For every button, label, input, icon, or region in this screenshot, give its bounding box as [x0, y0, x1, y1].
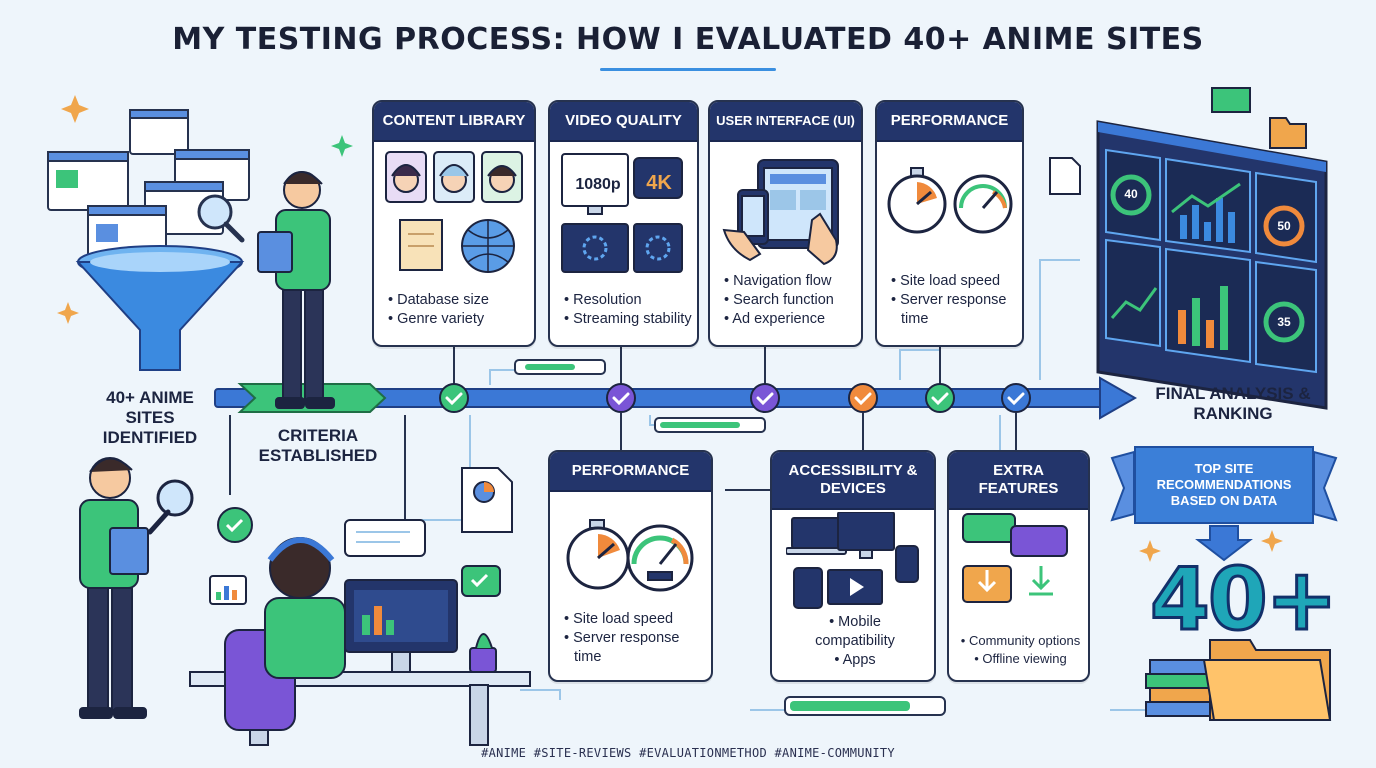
- title-underline: [600, 68, 776, 71]
- resolution-badge-hd: 1080p: [575, 176, 621, 193]
- card-title: ACCESSIBILITY & DEVICES: [772, 452, 934, 510]
- card-title: VIDEO QUALITY: [550, 102, 697, 142]
- card-accessibility-devices: ACCESSIBILITY & DEVICES • Mobile compati…: [770, 450, 936, 682]
- card-title: USER INTERFACE (UI): [710, 102, 861, 142]
- stopwatch-gauge-icon: [887, 167, 1013, 234]
- card-bullets: • Site load speed • Server response time: [564, 611, 680, 665]
- progress-bar-mid: [654, 417, 766, 433]
- card-bullets: • Site load speed • Server response time: [891, 273, 1007, 327]
- card-performance-bottom: PERFORMANCE • Site load speed • Server r…: [548, 450, 713, 682]
- analytics-dashboard-icon: [1096, 120, 1328, 410]
- card-bullets: • Mobile compatibility • Apps: [815, 614, 895, 668]
- dashboard-value-a: 40: [1124, 187, 1138, 201]
- video-screens-icon: [561, 153, 683, 273]
- stage-label-final: FINAL ANALYSIS & RANKING: [1155, 384, 1311, 423]
- tablet-phone-icon: [722, 159, 839, 266]
- resolution-badge-uhd: 4K: [646, 172, 672, 194]
- card-bullets: • Community options • Offline viewing: [960, 633, 1081, 666]
- progress-bar-bottom: [784, 696, 946, 716]
- chat-bubble-icon: [344, 519, 426, 557]
- card-extra-features: EXTRA FEATURES • Community options • Off…: [947, 450, 1090, 682]
- funnel-icon: [75, 245, 245, 371]
- books-folders-icon: [1145, 639, 1332, 721]
- card-user-interface: USER INTERFACE (UI) • Navigation flow • …: [708, 100, 863, 347]
- card-bullets: • Navigation flow • Search function • Ad…: [724, 273, 834, 327]
- report-document-icon: [461, 467, 513, 533]
- sparkle-icon: [331, 135, 353, 157]
- card-title: PERFORMANCE: [550, 452, 711, 492]
- down-arrow-icon: [1110, 450, 1338, 562]
- card-title: CONTENT LIBRARY: [374, 102, 534, 142]
- devices-icon: [786, 512, 919, 609]
- dashboard-value-b: 50: [1277, 219, 1291, 233]
- dashboard-value-c: 35: [1277, 315, 1291, 329]
- magnifier-icon: [197, 194, 245, 243]
- timeline-arrow: [214, 376, 1138, 420]
- anime-characters-icon: [385, 151, 523, 273]
- card-bullets: • Resolution • Streaming stability: [564, 292, 692, 327]
- card-content-library: CONTENT LIBRARY • Database size • Genre …: [372, 100, 536, 347]
- check-badge-icon: [217, 507, 501, 597]
- person-inspecting-icon: [79, 457, 194, 719]
- person-standing-icon: [257, 171, 335, 409]
- folder-icon: [1049, 87, 1307, 195]
- stopwatch-gauge-icon: [566, 519, 694, 592]
- browser-windows-icon: [47, 109, 250, 267]
- stage-label-start: 40+ ANIME SITES IDENTIFIED: [102, 388, 198, 447]
- milestone-checks: [439, 383, 1031, 413]
- card-connectors: [229, 343, 1017, 520]
- chat-download-icon: [962, 513, 1068, 603]
- progress-bar-top: [514, 359, 606, 375]
- bar-chart-folder-icon: [209, 575, 247, 605]
- big-number: 40+: [1149, 549, 1340, 652]
- card-title: EXTRA FEATURES: [949, 452, 1088, 510]
- person-at-desk-icon: [189, 537, 531, 746]
- card-title: PERFORMANCE: [877, 102, 1022, 142]
- hashtags: #ANIME #SITE-REVIEWS #EVALUATIONMETHOD #…: [481, 746, 895, 760]
- card-video-quality: VIDEO QUALITY 1080p 4K • Resolution • St…: [548, 100, 699, 347]
- stage-label-criteria: CRITERIA ESTABLISHED: [258, 426, 378, 465]
- check-icon: [445, 392, 1025, 406]
- card-bullets: • Database size • Genre variety: [388, 292, 489, 327]
- page-title: MY TESTING PROCESS: HOW I EVALUATED 40+ …: [172, 22, 1204, 57]
- sparkle-icon: [57, 95, 1283, 562]
- recommendation-banner: TOP SITE RECOMMENDATIONS BASED ON DATA: [1134, 446, 1314, 524]
- card-performance-top: PERFORMANCE • Site load speed • Server r…: [875, 100, 1024, 347]
